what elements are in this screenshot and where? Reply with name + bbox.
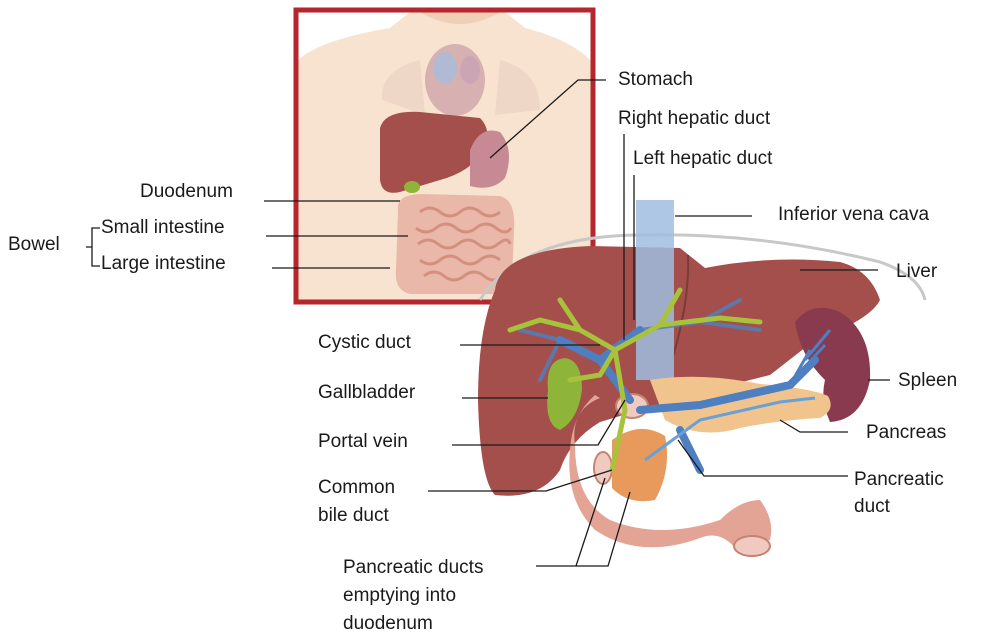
label-pancreatic-ducts-line1: Pancreatic ducts	[343, 555, 483, 580]
label-common-bile-duct-line2: bile duct	[318, 503, 389, 528]
duodenum-end	[734, 536, 770, 556]
label-small-intestine: Small intestine	[101, 215, 225, 240]
inferior-vena-cava	[636, 200, 674, 380]
label-duodenum: Duodenum	[140, 179, 233, 204]
heart-icon	[425, 44, 485, 116]
bowel-bracket	[86, 228, 100, 266]
label-stomach: Stomach	[618, 67, 693, 92]
label-pancreatic-ducts-line2: emptying into	[343, 583, 456, 608]
label-common-bile-duct-line1: Common	[318, 475, 395, 500]
label-pancreas: Pancreas	[866, 420, 946, 445]
inset-gallbladder	[404, 181, 420, 193]
label-bowel: Bowel	[8, 232, 60, 257]
label-liver: Liver	[896, 259, 937, 284]
label-right-hepatic-duct: Right hepatic duct	[618, 106, 770, 131]
label-pancreatic-duct-line2: duct	[854, 494, 890, 519]
label-spleen: Spleen	[898, 368, 957, 393]
leader-pancreas	[780, 420, 848, 432]
label-cystic-duct: Cystic duct	[318, 330, 411, 355]
label-large-intestine: Large intestine	[101, 251, 226, 276]
label-gallbladder: Gallbladder	[318, 380, 415, 405]
label-pancreatic-duct-line1: Pancreatic	[854, 467, 944, 492]
label-inferior-vena-cava: Inferior vena cava	[778, 202, 929, 227]
label-portal-vein: Portal vein	[318, 429, 408, 454]
duodenum-lumen	[594, 452, 612, 484]
label-left-hepatic-duct: Left hepatic duct	[633, 146, 772, 171]
label-pancreatic-ducts-line3: duodenum	[343, 611, 433, 636]
